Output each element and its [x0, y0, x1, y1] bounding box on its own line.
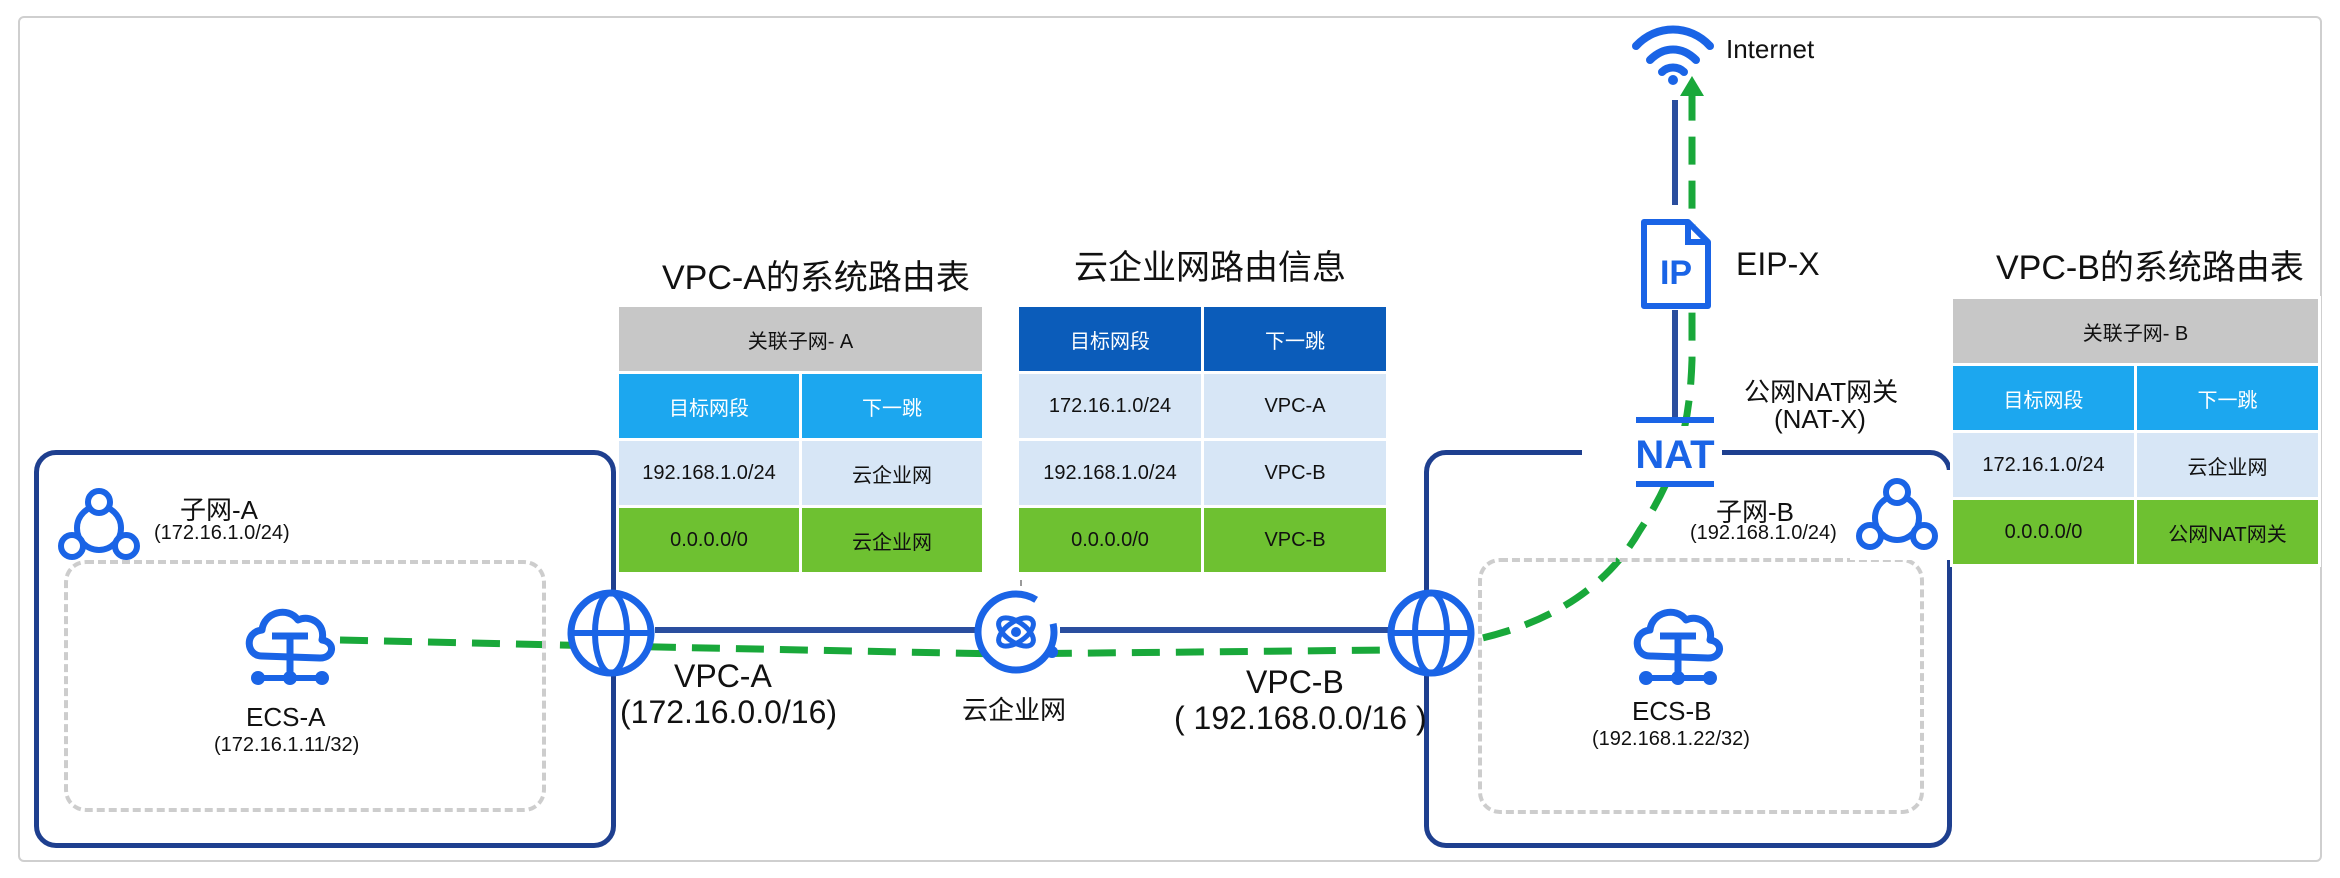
vpc-b-globe-icon — [1387, 589, 1475, 677]
table-b-header: 目标网段 — [1950, 363, 2137, 433]
wifi-icon — [1632, 25, 1714, 85]
cen-icon — [974, 590, 1058, 674]
vpc-b-name: VPC-B — [1246, 664, 1344, 700]
table-b-cell: 172.16.1.0/24 — [1950, 430, 2137, 500]
ecs-a-ip: (172.16.1.11/32) — [214, 734, 360, 756]
subnet-b-box — [1478, 558, 1924, 814]
subnet-b-name: 子网-B — [1716, 497, 1795, 527]
route-table-b: 关联子网- B 目标网段 下一跳 172.16.1.0/24 云企业网 0.0.… — [1950, 296, 2321, 567]
table-a-cell: 0.0.0.0/0 — [616, 505, 802, 575]
table-a-cell: 云企业网 — [799, 438, 985, 508]
eip-label: EIP-X — [1736, 246, 1820, 282]
table-cen-cell: 172.16.1.0/24 — [1016, 371, 1204, 441]
ecs-a-icon — [245, 608, 335, 685]
nat-gateway-icon: NAT — [1635, 417, 1715, 487]
table-cen-title: 云企业网路由信息 — [1074, 249, 1346, 287]
nat-label-line2: (NAT-X) — [1774, 404, 1866, 434]
vpc-b-cidr: ( 192.168.0.0/16 ) — [1174, 700, 1427, 736]
svg-text:IP: IP — [1660, 254, 1692, 292]
subnet-a-cidr: (172.16.1.0/24) — [154, 522, 290, 544]
table-cen-cell: VPC-B — [1201, 505, 1389, 575]
svg-text:NAT: NAT — [1635, 433, 1714, 477]
table-a-cell: 云企业网 — [799, 505, 985, 575]
table-cen-cell: VPC-A — [1201, 371, 1389, 441]
ecs-a-name: ECS-A — [246, 702, 326, 732]
table-cen-cell: VPC-B — [1201, 438, 1389, 508]
ecs-b-name: ECS-B — [1632, 696, 1712, 726]
table-b-cell: 公网NAT网关 — [2134, 497, 2321, 567]
ecs-b-ip: (192.168.1.22/32) — [1592, 728, 1750, 750]
table-cen-cell: 192.168.1.0/24 — [1016, 438, 1204, 508]
vpc-a-cidr: (172.16.0.0/16) — [620, 694, 838, 730]
table-a-cell: 192.168.1.0/24 — [616, 438, 802, 508]
subnet-a-name: 子网-A — [180, 495, 259, 525]
table-b-assoc: 关联子网- B — [1950, 296, 2321, 366]
table-b-title: VPC-B的系统路由表 — [1996, 249, 2304, 287]
table-b-cell: 云企业网 — [2134, 430, 2321, 500]
subnet-b-cidr: (192.168.1.0/24) — [1690, 522, 1837, 544]
subnet-a-box — [64, 560, 546, 812]
ecs-b-icon — [1633, 608, 1723, 685]
table-b-header: 下一跳 — [2134, 363, 2321, 433]
table-cen-header: 下一跳 — [1201, 304, 1389, 374]
table-b-cell: 0.0.0.0/0 — [1950, 497, 2137, 567]
route-table-a: 关联子网- A 目标网段 下一跳 192.168.1.0/24 云企业网 0.0… — [616, 304, 985, 575]
vpc-a-name: VPC-A — [674, 658, 772, 694]
traffic-arrow — [1680, 76, 1704, 96]
table-a-header: 目标网段 — [616, 371, 802, 441]
eip-icon: IP — [1641, 219, 1711, 309]
cen-label: 云企业网 — [962, 695, 1067, 725]
subnet-a-icon — [58, 488, 140, 560]
table-cen-header: 目标网段 — [1016, 304, 1204, 374]
internet-label: Internet — [1726, 34, 1815, 64]
vpc-a-globe-icon — [567, 589, 655, 677]
nat-label-line1: 公网NAT网关 — [1744, 377, 1899, 407]
subnet-b-icon — [1856, 478, 1938, 550]
table-cen-cell: 0.0.0.0/0 — [1016, 505, 1204, 575]
table-a-header: 下一跳 — [799, 371, 985, 441]
table-a-assoc: 关联子网- A — [616, 304, 985, 374]
table-a-title: VPC-A的系统路由表 — [662, 259, 970, 297]
route-table-cen: 目标网段 下一跳 172.16.1.0/24 VPC-A 192.168.1.0… — [1016, 304, 1389, 575]
